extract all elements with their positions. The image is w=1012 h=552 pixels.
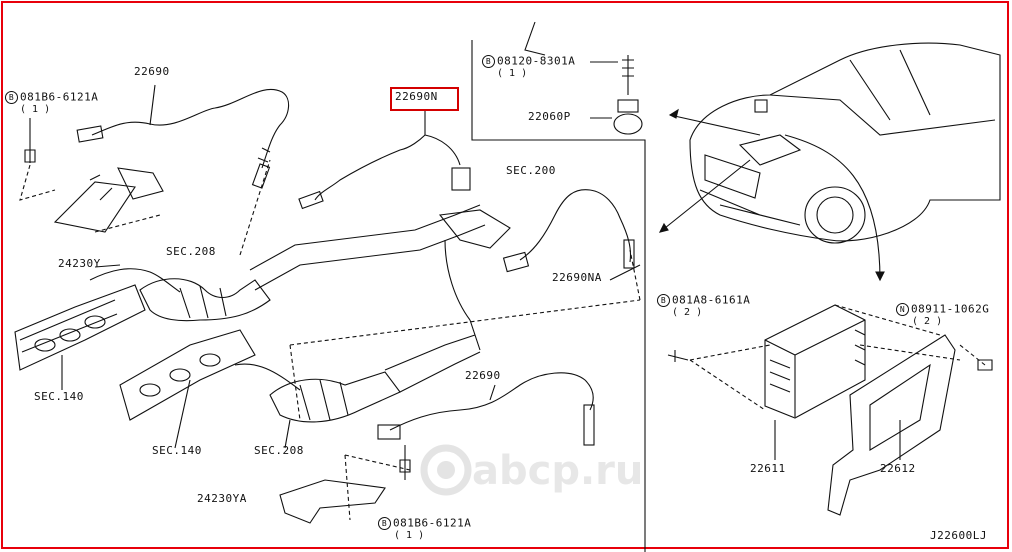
section-label-sec208-bottom[interactable]: SEC.208 [254, 444, 304, 457]
section-label-sec140-left[interactable]: SEC.140 [34, 390, 84, 403]
bolt-symbol-icon: B [378, 517, 391, 530]
vehicle-illustration [689, 42, 1001, 244]
nut-symbol-icon: N [896, 303, 909, 316]
watermark-text: abcp.ru [472, 448, 644, 494]
bolt-qty: ( 1 ) [20, 104, 51, 115]
oxygen-sensor-22690n [298, 110, 471, 210]
nut-qty: ( 2 ) [912, 316, 943, 327]
part-label-24230ya[interactable]: 24230YA [197, 492, 247, 505]
watermark-logo-icon [420, 444, 472, 496]
section-label-sec208-top[interactable]: SEC.208 [166, 245, 216, 258]
part-label-22690n[interactable]: 22690N [395, 90, 438, 103]
section-label-sec140-bottom[interactable]: SEC.140 [152, 444, 202, 457]
bolt-code: 08120-8301A [497, 54, 576, 68]
part-label-22060p[interactable]: 22060P [528, 110, 571, 123]
part-label-22690-top[interactable]: 22690 [134, 65, 170, 78]
exhaust-manifold-left [14, 268, 181, 371]
part-label-22612[interactable]: 22612 [880, 462, 916, 475]
bolt-symbol-icon: B [5, 91, 18, 104]
catalytic-converter-lower [269, 319, 481, 423]
bolt-icon [667, 350, 993, 371]
oxygen-sensor-22690-bottom [377, 372, 595, 446]
bolt-code: 081B6-6121A [20, 90, 99, 104]
leader-lines [689, 304, 986, 411]
oxygen-sensor-22690na [502, 189, 635, 273]
bolt-qty: ( 1 ) [394, 530, 425, 541]
diagram-id: J22600LJ [930, 529, 987, 542]
region-divider [471, 40, 646, 552]
callout-lines [61, 21, 901, 460]
oxygen-sensor-22690-top [76, 88, 290, 189]
knock-sensor-22060p [590, 55, 643, 135]
bolt-code: 081A8-6161A [672, 293, 751, 307]
bolt-qty: ( 2 ) [672, 307, 703, 318]
part-label-22690na[interactable]: 22690NA [552, 271, 602, 284]
bolt-symbol-icon: B [482, 55, 495, 68]
bolt-icon [24, 118, 36, 163]
leader-lines [19, 159, 271, 256]
ecm-bracket-22612 [827, 334, 956, 516]
part-label-24230y[interactable]: 24230Y [58, 257, 101, 270]
part-label-22690-bottom[interactable]: 22690 [465, 369, 501, 382]
bolt-code: 081B6-6121A [393, 516, 472, 530]
section-label-sec200[interactable]: SEC.200 [506, 164, 556, 177]
nut-code: 08911-1062G [911, 302, 990, 316]
pointer-arrows [658, 108, 885, 282]
bolt-symbol-icon: B [657, 294, 670, 307]
part-label-22611[interactable]: 22611 [750, 462, 786, 475]
bolt-qty: ( 1 ) [497, 68, 528, 79]
highlighted-part-frame [390, 87, 459, 111]
catalytic-converter-upper [139, 204, 511, 322]
bracket-24230ya [279, 445, 411, 524]
leader-lines [289, 249, 641, 521]
exhaust-manifold-right [119, 329, 301, 421]
bracket-24230y [53, 167, 164, 233]
